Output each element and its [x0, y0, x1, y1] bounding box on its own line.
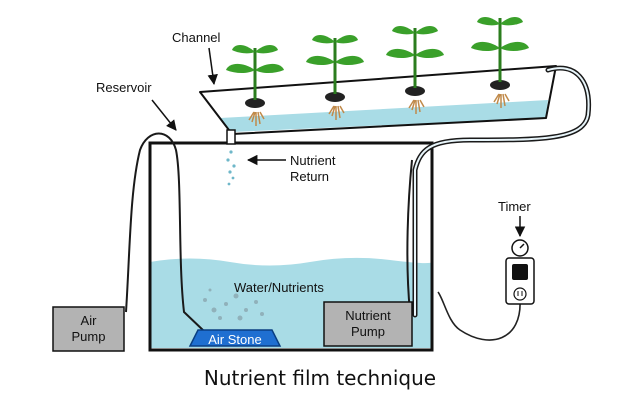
nutrient-pump-box [323, 301, 413, 347]
air-bubbles [203, 286, 264, 321]
channel-arrow [207, 47, 218, 86]
air-pump-label-line2: Pump [71, 329, 106, 344]
return-pipe [226, 129, 236, 145]
nutrient-return-label-line2: Return [290, 169, 330, 184]
water-nutrients-label: Water/Nutrients [234, 280, 324, 295]
channel-trough [199, 65, 557, 135]
air-stone [188, 329, 282, 347]
nutrient-return-label-line1: Nutrient [290, 153, 336, 168]
timer-cord [437, 291, 521, 341]
channel-water [220, 100, 548, 132]
air-tube [125, 132, 206, 333]
reservoir-box [148, 141, 434, 352]
timer-device [505, 239, 535, 305]
plant-4 [471, 17, 529, 108]
air-pump-label-line1: Air [80, 313, 97, 328]
air-pump-box [52, 306, 125, 352]
air-stone-label: Air Stone [208, 332, 262, 347]
timer-label: Timer [498, 199, 531, 214]
reservoir-label: Reservoir [96, 80, 152, 95]
channel-label: Channel [172, 30, 221, 45]
diagram-caption: Nutrient film technique [203, 366, 437, 390]
plant-2 [306, 35, 364, 120]
return-droplets [226, 150, 236, 186]
nutrient-pump-label-line2: Pump [351, 324, 385, 339]
reservoir-arrow [151, 99, 177, 131]
plant-1 [226, 45, 284, 126]
plant-3 [386, 26, 444, 114]
nutrient-pump-label-line1: Nutrient [345, 308, 391, 323]
